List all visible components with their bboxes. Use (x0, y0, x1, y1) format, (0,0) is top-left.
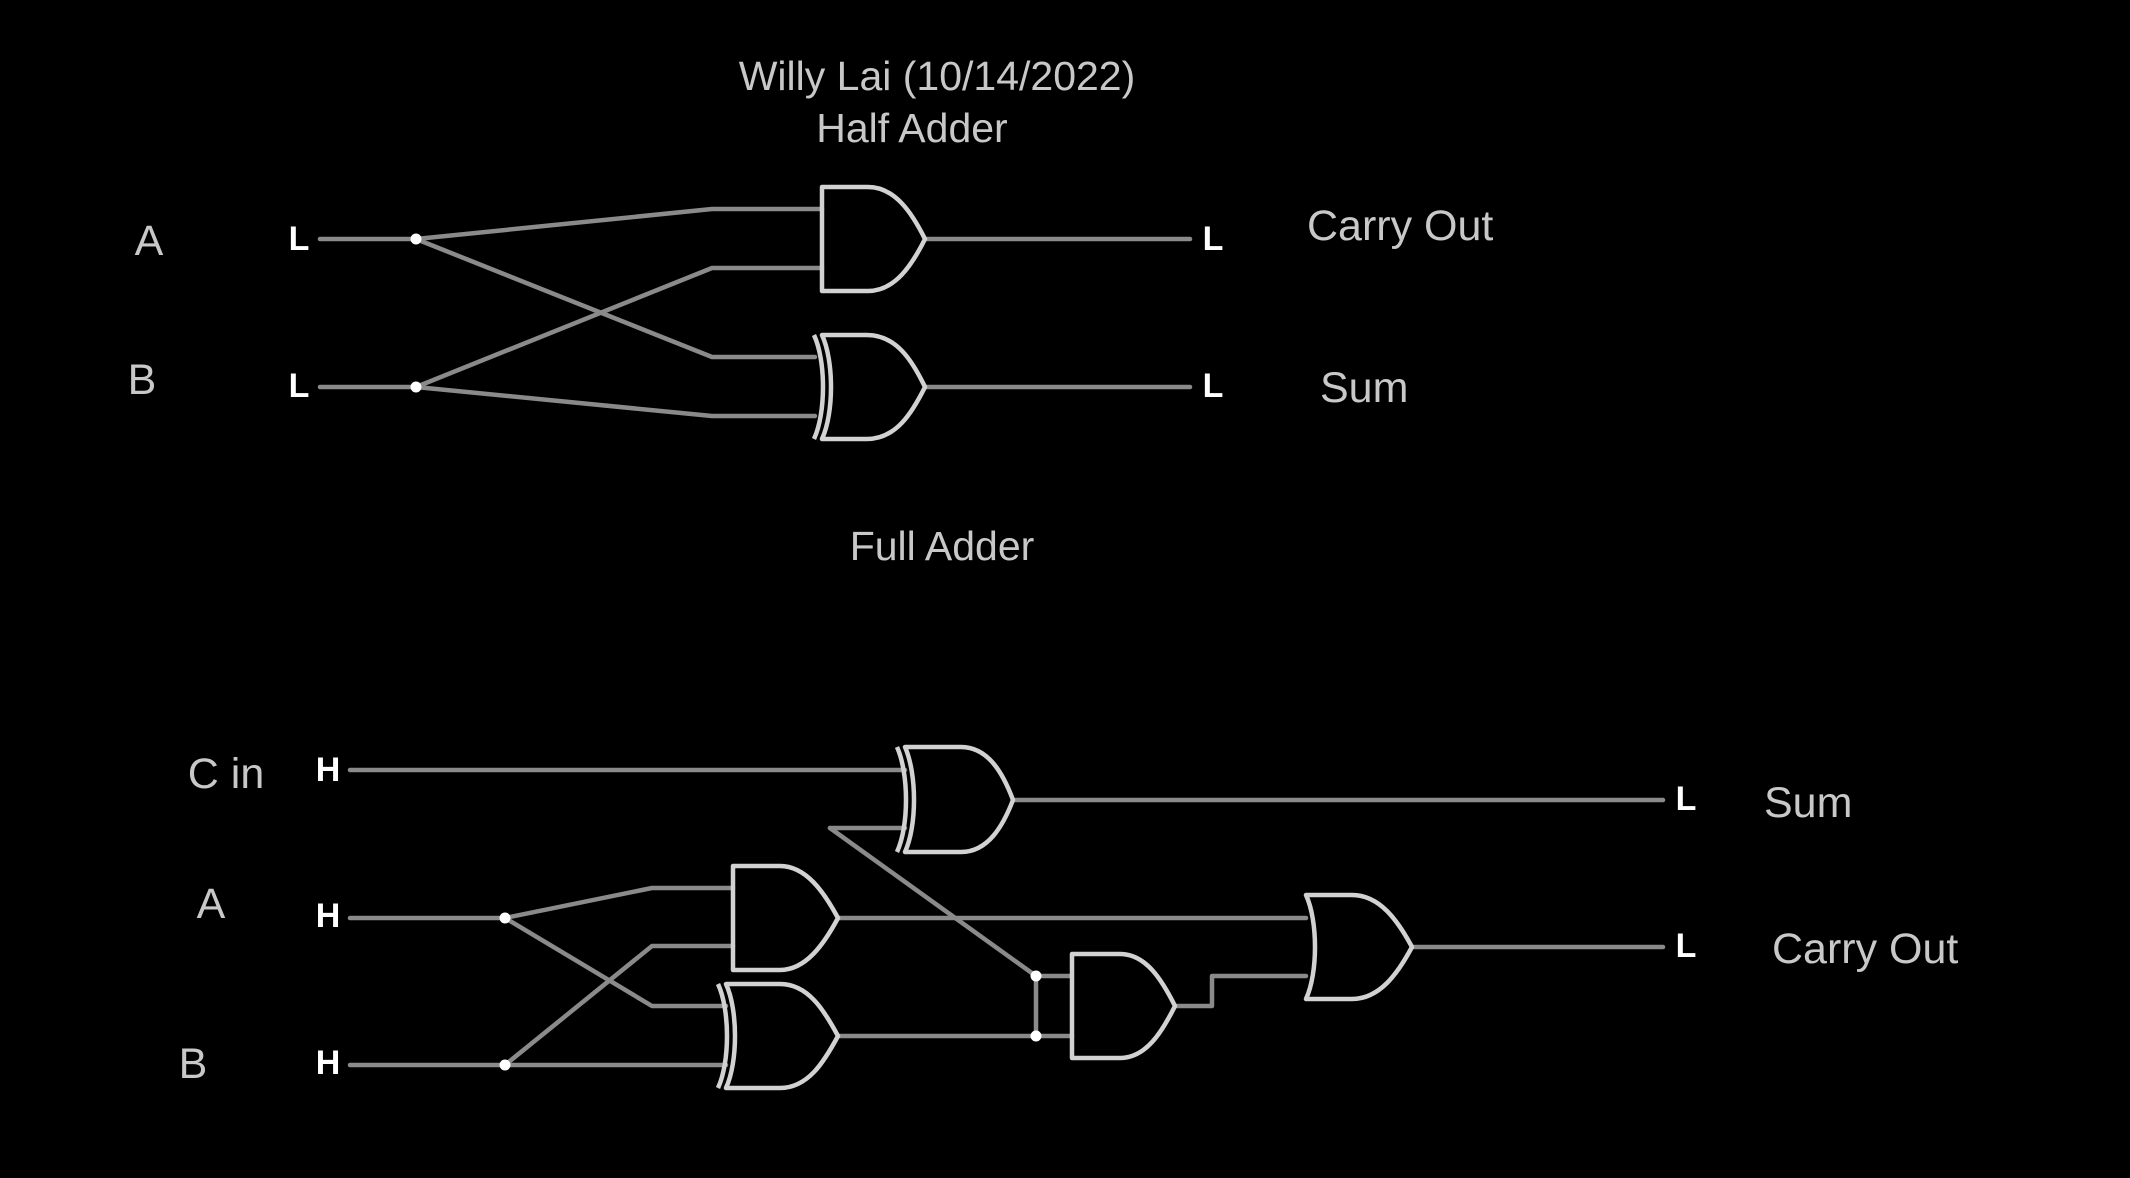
ha-junction-a (410, 233, 422, 245)
fa-junction-a (499, 912, 511, 924)
fa-sum-label: Sum (1764, 779, 1852, 827)
fa-input-b-label: B (179, 1040, 208, 1088)
full-adder-title: Full Adder (850, 523, 1035, 569)
fa-cin-and-gate[interactable] (1069, 951, 1178, 1061)
fa-junction-cin-and (1030, 970, 1042, 982)
full-adder-circuit: C in A B H H H (179, 744, 1958, 1091)
fa-junction-b (499, 1059, 511, 1071)
fa-carry-out-indicator: L (1676, 927, 1697, 965)
fa-input-a-toggle[interactable]: H (316, 897, 341, 935)
fa-input-cin-toggle[interactable]: H (316, 751, 341, 789)
ha-junction-b (410, 381, 422, 393)
ha-sum-indicator: L (1203, 367, 1224, 405)
ha-input-b-label: B (128, 356, 157, 404)
fa-sum-indicator: L (1676, 780, 1697, 818)
fa-input-b-toggle[interactable]: H (316, 1044, 341, 1082)
half-adder-circuit: A B L L L L Carry Out Sum (128, 184, 1493, 442)
ha-sum-label: Sum (1320, 364, 1408, 412)
ha-wires (317, 206, 1193, 419)
fa-input-a-label: A (197, 880, 226, 928)
fa-input-cin-label: C in (188, 750, 264, 798)
ha-carry-out-label: Carry Out (1307, 202, 1493, 250)
ha-input-b-toggle[interactable]: L (289, 367, 310, 405)
fa-sum-xor-gate[interactable] (894, 744, 1016, 855)
half-adder-title: Half Adder (816, 105, 1007, 151)
fa-wires (347, 767, 1666, 1068)
fa-carry-or-gate[interactable] (1303, 892, 1415, 1002)
fa-ab-xor-gate[interactable] (715, 981, 841, 1091)
ha-xor-gate[interactable] (811, 332, 928, 442)
ha-and-gate[interactable] (819, 184, 928, 294)
ha-input-a-toggle[interactable]: L (289, 220, 310, 258)
fa-carry-out-label: Carry Out (1772, 925, 1958, 973)
ha-carry-out-indicator: L (1203, 220, 1224, 258)
fa-junction-xor-and (1030, 1030, 1042, 1042)
author-title: Willy Lai (10/14/2022) (739, 53, 1136, 99)
fa-ab-and-gate[interactable] (730, 863, 841, 973)
ha-input-a-label: A (135, 217, 164, 265)
